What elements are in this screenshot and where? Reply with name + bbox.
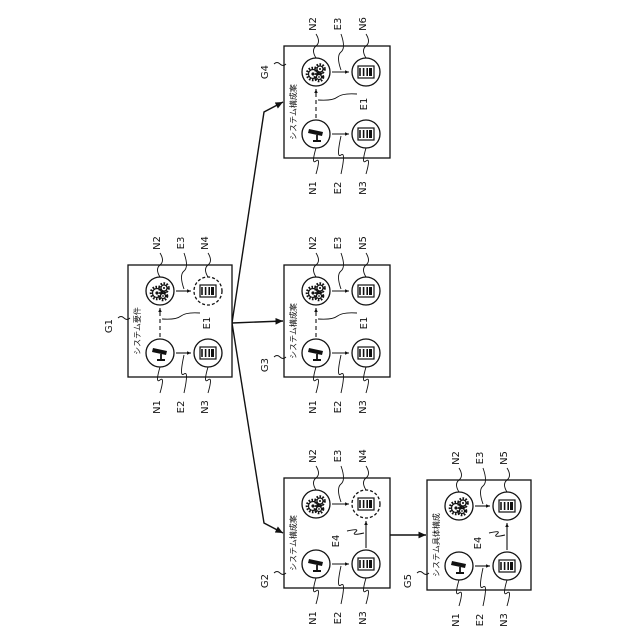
label-n1: N1 (308, 181, 319, 195)
group-label-g2: G2 (260, 574, 271, 588)
server-icon (358, 285, 374, 297)
group-label-g1: G1 (104, 319, 115, 333)
server-icon (358, 347, 374, 359)
label-n5: N5 (499, 451, 510, 465)
label-e1: E1 (359, 98, 370, 111)
label-e1: E1 (359, 317, 370, 330)
group-title: システム構成案 (288, 515, 298, 571)
label-n2: N2 (308, 449, 319, 463)
label-n2: N2 (308, 17, 319, 31)
label-e3: E3 (475, 452, 486, 465)
label-e2: E2 (333, 182, 344, 195)
group-title: システム構成案 (288, 303, 298, 359)
group-title: システム具体構成 (431, 513, 441, 577)
group-title: システム要件 (132, 307, 142, 355)
label-n2: N2 (152, 236, 163, 250)
label-n3: N3 (358, 400, 369, 414)
group-g1: システム要件 (128, 265, 232, 377)
label-e2: E2 (333, 401, 344, 414)
server-icon (200, 285, 216, 297)
label-e1: E1 (202, 317, 213, 330)
group-title: システム構成案 (288, 84, 298, 140)
group-label-g4: G4 (260, 65, 271, 79)
group-label-g3: G3 (260, 358, 271, 372)
label-e2: E2 (475, 614, 486, 627)
label-n3: N3 (358, 611, 369, 625)
group-g2: システム構成案 (284, 478, 390, 588)
label-n1: N1 (308, 611, 319, 625)
label-e3: E3 (333, 237, 344, 250)
group-label-g5: G5 (403, 574, 414, 588)
arrow-g1-to-g2 (232, 323, 283, 533)
arrow-g1-to-g4 (232, 102, 283, 323)
label-e2: E2 (333, 612, 344, 625)
server-icon (358, 558, 374, 570)
server-icon (499, 500, 515, 512)
groups-layer: システム要件N1E2N3N2E3N4E1G1システム構成案N1E2N3N2E3N… (104, 17, 531, 627)
label-n3: N3 (200, 400, 211, 414)
label-e3: E3 (333, 18, 344, 31)
label-n1: N1 (308, 400, 319, 414)
label-n4: N4 (358, 449, 369, 463)
label-n3: N3 (499, 613, 510, 627)
group-g3: システム構成案 (284, 265, 390, 377)
server-icon (358, 128, 374, 140)
label-n2: N2 (308, 236, 319, 250)
label-n3: N3 (358, 181, 369, 195)
group-g4: システム構成案 (284, 46, 390, 158)
server-icon (499, 560, 515, 572)
label-n6: N6 (358, 17, 369, 31)
label-n2: N2 (451, 451, 462, 465)
label-n5: N5 (358, 236, 369, 250)
server-icon (358, 66, 374, 78)
label-n1: N1 (451, 613, 462, 627)
label-e4: E4 (473, 537, 484, 550)
label-e3: E3 (176, 237, 187, 250)
label-n4: N4 (200, 236, 211, 250)
label-e2: E2 (176, 401, 187, 414)
group-g5: システム具体構成 (427, 480, 531, 590)
label-e3: E3 (333, 450, 344, 463)
arrow-g1-to-g3 (232, 321, 283, 323)
label-e4: E4 (331, 535, 342, 548)
label-n1: N1 (152, 400, 163, 414)
server-icon (200, 347, 216, 359)
server-icon (358, 498, 374, 510)
